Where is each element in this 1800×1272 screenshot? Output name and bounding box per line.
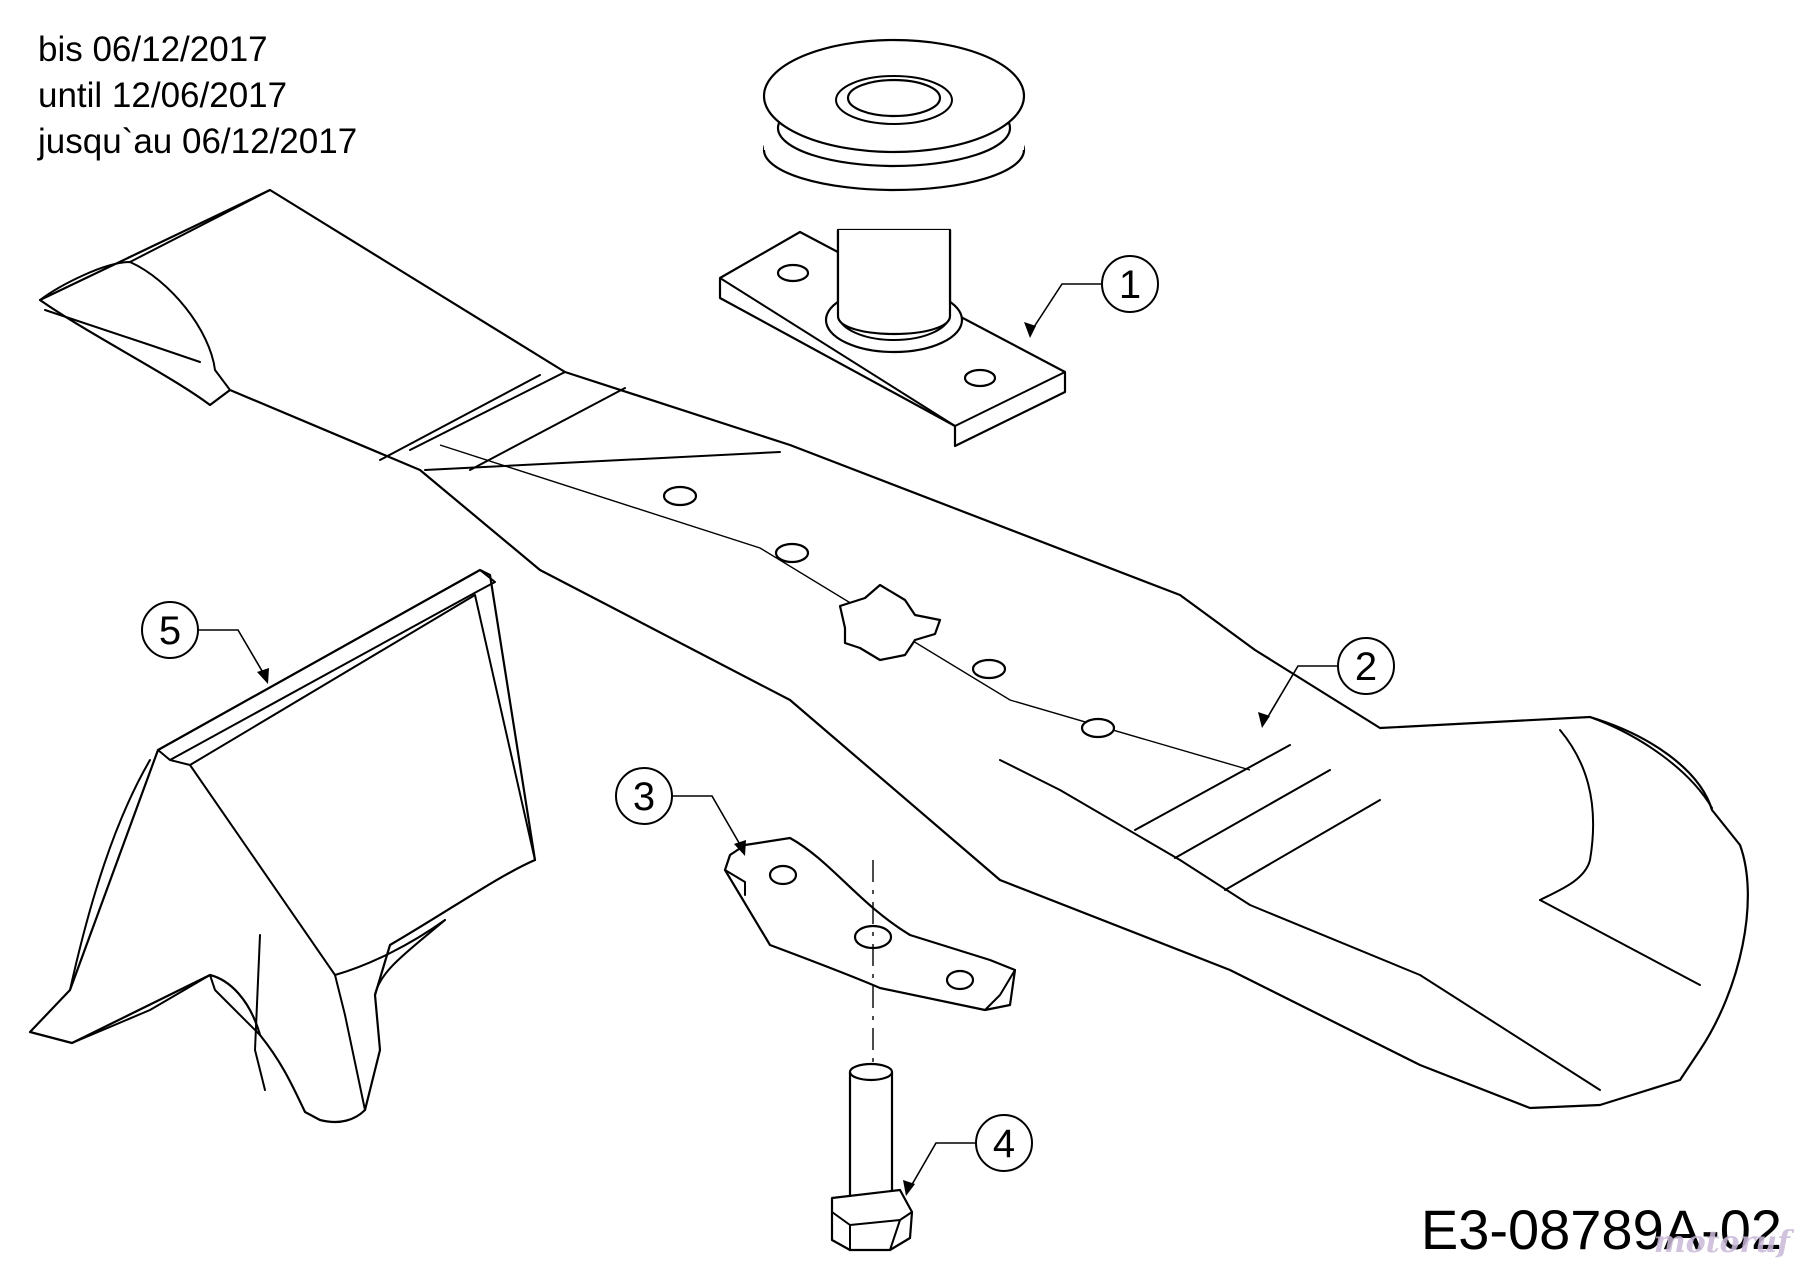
spindle-pulley bbox=[718, 38, 1067, 448]
callout-5: 5 bbox=[141, 601, 269, 684]
callout-4: 4 bbox=[903, 1114, 1033, 1196]
callout-number-4: 4 bbox=[993, 1122, 1015, 1166]
mower-blade bbox=[38, 188, 1749, 1110]
validity-date-german: bis 06/12/2017 bbox=[38, 30, 268, 69]
callout-2: 2 bbox=[1258, 637, 1395, 728]
callout-3: 3 bbox=[615, 767, 746, 856]
blade-bolt bbox=[830, 1062, 914, 1252]
callout-number-5: 5 bbox=[159, 609, 181, 653]
mulch-deflector bbox=[28, 568, 537, 1124]
watermark-logo: motoruf bbox=[1653, 1225, 1790, 1260]
callout-number-3: 3 bbox=[633, 775, 655, 819]
validity-date-french: jusqu`au 06/12/2017 bbox=[38, 122, 358, 161]
callout-number-1: 1 bbox=[1119, 263, 1141, 307]
blade-adapter bbox=[723, 836, 1017, 1075]
callout-1: 1 bbox=[1024, 255, 1159, 338]
diagram-code: E3-08789A-02 bbox=[1420, 1198, 1782, 1261]
callout-number-2: 2 bbox=[1355, 645, 1377, 689]
validity-date-english: until 12/06/2017 bbox=[38, 76, 288, 115]
